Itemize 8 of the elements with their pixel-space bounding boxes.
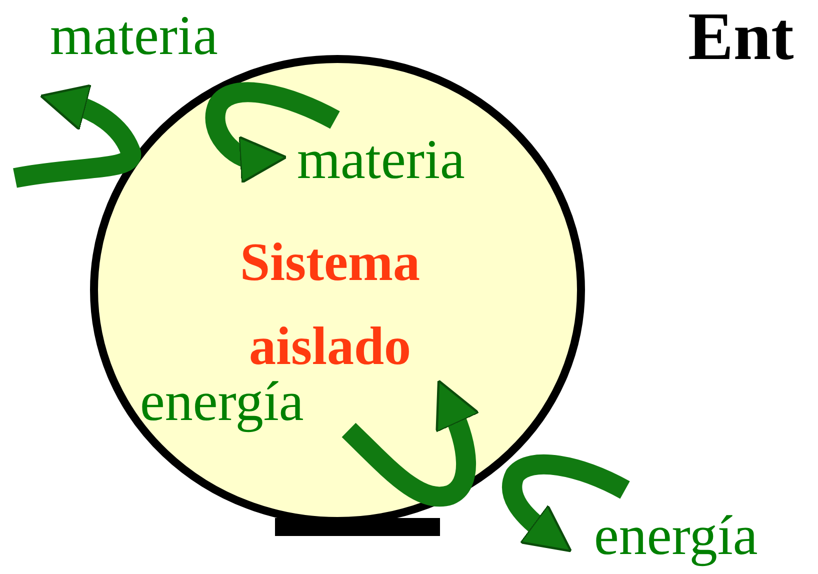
curved-arrow (13, 84, 141, 188)
curved-arrow (502, 454, 630, 553)
word-label: materia (50, 8, 218, 64)
title: Ent (688, 2, 794, 70)
word-label: materia (297, 132, 465, 188)
word-label: energía (594, 508, 758, 564)
curved-arrow (205, 82, 340, 182)
curved-arrow (342, 379, 480, 507)
